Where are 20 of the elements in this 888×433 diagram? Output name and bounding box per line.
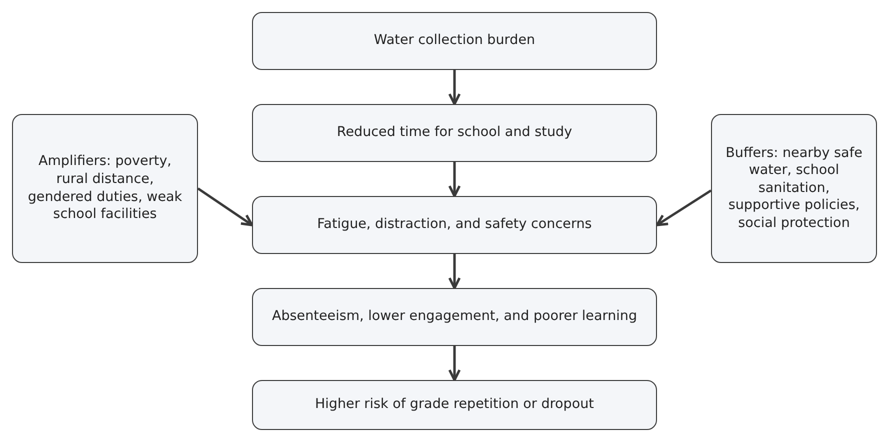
box-label: Amplifiers: poverty, rural distance, gendered duties, weak school facilities — [26, 153, 184, 224]
box-label: Reduced time for school and study — [336, 124, 572, 142]
arrow — [656, 189, 712, 226]
arrow — [197, 187, 254, 226]
box-label: Absenteeism, lower engagement, and poorer learning — [272, 308, 638, 326]
process-box — [252, 196, 657, 254]
process-box — [252, 104, 657, 162]
box-label: Water collection burden — [374, 32, 536, 50]
process-box — [252, 12, 657, 70]
process-box — [711, 114, 877, 263]
arrow — [448, 162, 461, 198]
process-box — [12, 114, 198, 263]
arrow — [448, 346, 461, 382]
process-box — [252, 380, 657, 430]
process-box — [252, 288, 657, 346]
box-label: Buffers: nearby safe water, school sanitation, supportive policies, social protection — [724, 144, 864, 232]
arrow — [448, 254, 461, 290]
box-label: Higher risk of grade repetition or dropout — [315, 396, 594, 414]
arrow — [448, 70, 461, 106]
box-label: Fatigue, distraction, and safety concerns — [317, 216, 592, 234]
